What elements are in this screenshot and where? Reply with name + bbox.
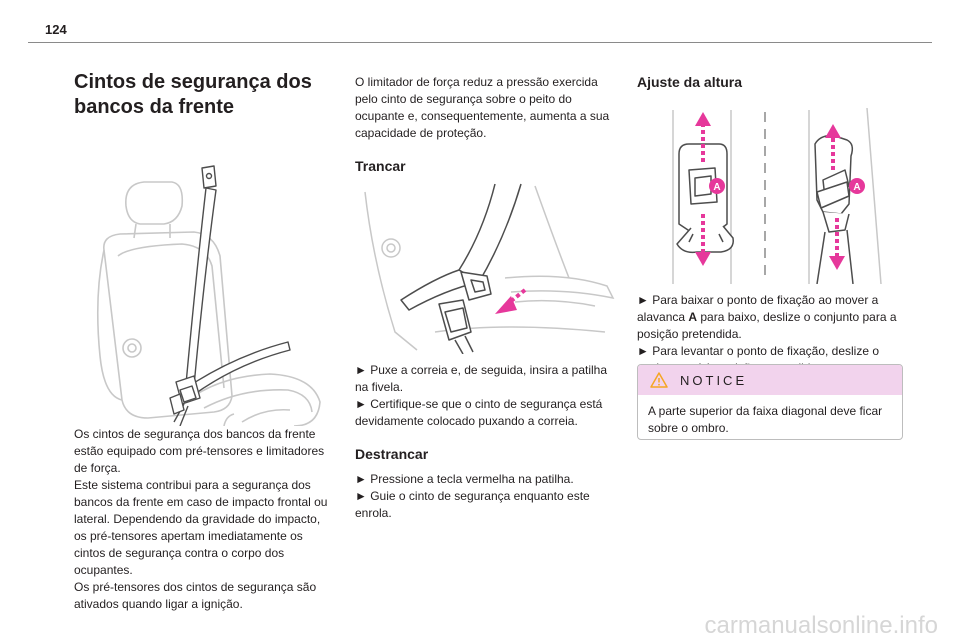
insert-direction-arrow bbox=[495, 288, 527, 314]
column-2: O limitador de força reduz a pressão exe… bbox=[355, 74, 617, 522]
unlock-step: ► Guie o cinto de segurança enquanto est… bbox=[355, 489, 590, 520]
lock-heading: Trancar bbox=[355, 158, 406, 174]
callout-a-left-label: A bbox=[713, 182, 720, 193]
lever-label: A bbox=[688, 310, 698, 324]
warning-icon bbox=[650, 372, 668, 388]
header-divider bbox=[28, 42, 932, 43]
notice-label: NOTICE bbox=[680, 372, 748, 388]
section-title-line-2: bancos da frente bbox=[74, 96, 235, 118]
height-step: ► Para baixar o ponto de fixação ao move… bbox=[637, 292, 903, 343]
buckle-insert-illustration bbox=[364, 183, 615, 354]
footer-watermark: carmanualsonline.info bbox=[704, 612, 938, 639]
height-adjust-illustration: A A bbox=[672, 107, 882, 284]
height-adjust-heading: Ajuste da altura bbox=[637, 74, 743, 90]
lower-arrow-left bbox=[695, 214, 711, 266]
height-step-1-end: para baixo, deslize o conjunto para a po… bbox=[637, 310, 897, 341]
notice-text: A parte superior da faixa diagonal deve … bbox=[648, 404, 883, 435]
col1-body: Os cintos de segurança dos bancos da fre… bbox=[74, 426, 336, 613]
section-title-line-1: Cintos de segurança dos bbox=[74, 71, 312, 93]
lock-step: ► Puxe a correia e, de seguida, insira a… bbox=[355, 363, 608, 394]
lower-arrow-right bbox=[829, 218, 845, 270]
callout-a-left: A bbox=[709, 178, 725, 194]
raise-arrow-left bbox=[695, 112, 711, 162]
unlock-steps: ► Pressione a tecla vermelha na patilha.… bbox=[355, 471, 617, 522]
lock-steps: ► Puxe a correia e, de seguida, insira a… bbox=[355, 362, 617, 430]
callout-a-right-label: A bbox=[853, 182, 860, 193]
page-number: 124 bbox=[45, 22, 67, 37]
height-step-1-start: ► Para baixar o ponto de fixação ao move… bbox=[637, 293, 879, 324]
force-limiter-text: O limitador de força reduz a pressão exe… bbox=[355, 75, 610, 140]
section-title: Cintos de segurança dos bancos da frente bbox=[74, 70, 336, 120]
callout-a-right: A bbox=[849, 178, 865, 194]
col1-paragraph: Este sistema contribui para a segurança … bbox=[74, 478, 328, 577]
notice-box: NOTICE A parte superior da faixa diagona… bbox=[637, 364, 903, 440]
col1-paragraph: Os cintos de segurança dos bancos da fre… bbox=[74, 427, 325, 475]
front-seat-belt-illustration bbox=[96, 165, 321, 426]
col1-paragraph: Os pré-tensores dos cintos de segurança … bbox=[74, 580, 317, 611]
raise-arrow-right bbox=[825, 124, 841, 170]
notice-header: NOTICE bbox=[638, 365, 902, 395]
lock-step: ► Certifique-se que o cinto de segurança… bbox=[355, 397, 603, 428]
column-3: Ajuste da altura bbox=[637, 74, 903, 377]
unlock-step: ► Pressione a tecla vermelha na patilha. bbox=[355, 472, 574, 486]
column-1: Cintos de segurança dos bancos da frente bbox=[74, 70, 336, 613]
unlock-heading: Destrancar bbox=[355, 446, 429, 462]
